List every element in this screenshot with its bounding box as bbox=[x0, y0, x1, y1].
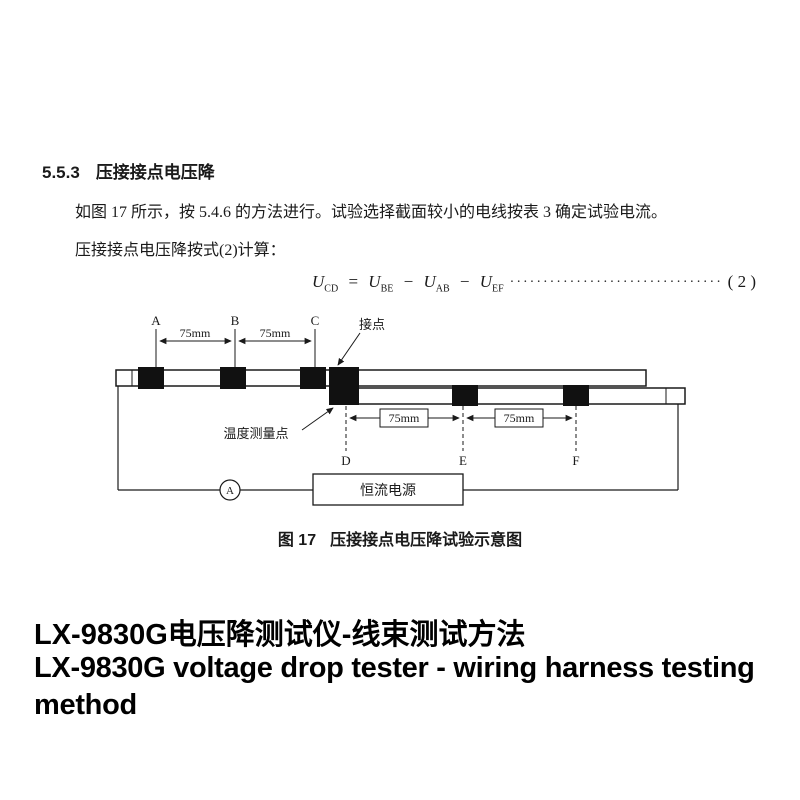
ammeter-label: A bbox=[226, 485, 234, 497]
dim-label-ab: 75mm bbox=[180, 326, 211, 340]
reference-dashed-lines bbox=[345, 406, 577, 451]
product-title-zh: LX-9830G电压降测试仪-线束测试方法 bbox=[34, 619, 526, 651]
point-label-f: F bbox=[572, 453, 579, 468]
crimp-e bbox=[452, 385, 478, 406]
power-supply-box: 恒流电源 bbox=[312, 473, 464, 506]
dim-label-ef: 75mm bbox=[504, 411, 535, 425]
crimp-b bbox=[220, 367, 246, 389]
section-heading: 5.5.3 压接接点电压降 bbox=[42, 158, 215, 183]
product-title-en: LX-9830G voltage drop tester - wiring ha… bbox=[34, 652, 755, 721]
crimp-junction bbox=[329, 367, 359, 405]
crimp-a bbox=[138, 367, 164, 389]
ammeter-symbol bbox=[219, 479, 241, 501]
point-label-d: D bbox=[341, 453, 350, 468]
section-title: 压接接点电压降 bbox=[95, 163, 215, 182]
dim-box-de: 75mm bbox=[379, 408, 429, 428]
power-supply-label: 恒流电源 bbox=[360, 483, 416, 499]
subscript-ab: AB bbox=[435, 283, 450, 295]
figure-caption: 图 17 压接接点电压降试验示意图 bbox=[0, 526, 800, 550]
voltage-symbol: U bbox=[312, 272, 325, 291]
figure-17-diagram: A B C 75mm 75mm 接点 温度测量点 bbox=[115, 313, 686, 506]
dim-box-ef-frame bbox=[494, 408, 544, 428]
lower-wire-body bbox=[334, 387, 686, 405]
power-supply-frame bbox=[312, 473, 464, 506]
point-label-c: C bbox=[311, 313, 320, 328]
minus-sign-2: − bbox=[459, 272, 470, 291]
term-u-cd: UCD bbox=[312, 272, 339, 295]
section-number: 5.5.3 bbox=[42, 163, 80, 182]
formula-expression: UCD = UBE − UAB − UEF bbox=[312, 272, 504, 294]
circuit-wiring bbox=[117, 386, 679, 491]
dim-box-de-frame bbox=[379, 408, 429, 428]
subscript-be: BE bbox=[380, 283, 394, 295]
temperature-point-leader bbox=[301, 407, 334, 431]
temperature-point-label: 温度测量点 bbox=[223, 426, 288, 441]
voltage-symbol: U bbox=[368, 272, 381, 291]
term-u-ab: UAB bbox=[423, 272, 450, 295]
upper-wire-body bbox=[115, 369, 647, 387]
minus-sign-1: − bbox=[403, 272, 414, 291]
subscript-ef: EF bbox=[492, 283, 504, 295]
crimp-c bbox=[300, 367, 326, 389]
contact-label: 接点 bbox=[359, 317, 385, 332]
contact-leader-line bbox=[337, 332, 361, 366]
term-u-ef: UEF bbox=[479, 272, 504, 295]
figure-caption-prefix: 图 17 bbox=[277, 532, 317, 549]
lower-wire bbox=[334, 387, 686, 405]
equals-sign: = bbox=[348, 272, 359, 291]
crimp-joints bbox=[138, 367, 589, 406]
measure-extension-lines bbox=[155, 329, 316, 370]
voltage-symbol: U bbox=[479, 272, 492, 291]
dim-box-ef: 75mm bbox=[494, 408, 544, 428]
paragraph-formula-intro: 压接接点电压降按式(2)计算： bbox=[75, 242, 286, 259]
paragraph-test-method: 如图 17 所示，按 5.4.6 的方法进行。试验选择截面较小的电线按表 3 确… bbox=[75, 204, 668, 221]
term-u-be: UBE bbox=[368, 272, 394, 295]
dim-label-de: 75mm bbox=[389, 411, 420, 425]
dotted-leader: ········································… bbox=[509, 275, 722, 291]
figure-caption-text: 压接接点电压降试验示意图 bbox=[330, 532, 523, 549]
equation-2: UCD = UBE − UAB − UEF ··················… bbox=[42, 272, 756, 294]
upper-wire bbox=[115, 369, 647, 387]
point-label-b: B bbox=[231, 313, 240, 328]
point-label-a: A bbox=[151, 313, 161, 328]
point-label-e: E bbox=[459, 453, 467, 468]
dim-label-bc: 75mm bbox=[260, 326, 291, 340]
equation-number: ( 2 ) bbox=[727, 272, 756, 291]
voltage-symbol: U bbox=[423, 272, 436, 291]
crimp-f bbox=[563, 385, 589, 406]
subscript-cd: CD bbox=[324, 283, 339, 295]
